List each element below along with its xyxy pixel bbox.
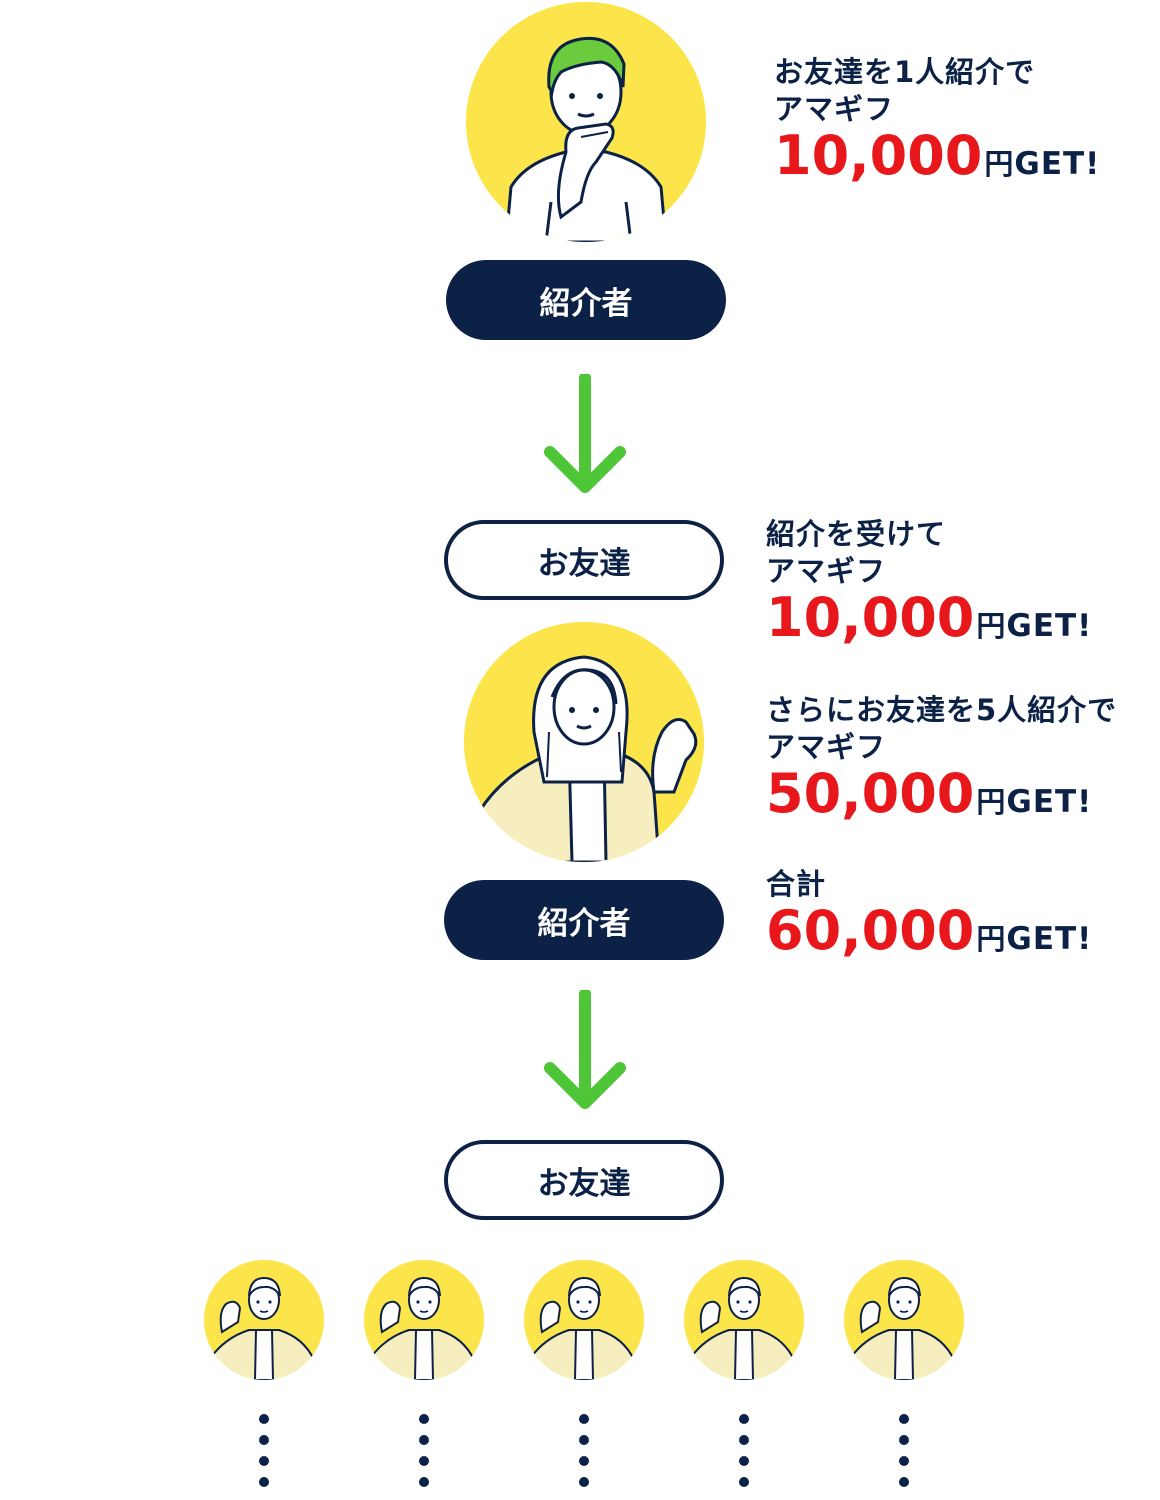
woman-avatar (464, 622, 704, 862)
man-fist-icon (364, 1260, 484, 1380)
down-arrow-icon (544, 374, 626, 496)
man-thinking-icon (466, 2, 706, 242)
referrer-badge-top: 紹介者 (446, 260, 726, 340)
received-get: GET! (1006, 608, 1093, 645)
more-amount: 50,000 (766, 762, 975, 826)
more-unit: 円 (976, 785, 1007, 820)
reward-unit: 円 (984, 147, 1015, 182)
man-fist-icon (204, 1260, 324, 1380)
friend-reward-text: 紹介を受けて アマギフ 10,000 円 GET! (766, 516, 1092, 647)
referrer-badge-middle: 紹介者 (444, 880, 724, 960)
friend-avatar-5 (844, 1260, 964, 1380)
total-label: 合計 (766, 867, 827, 901)
woman-waving-icon (464, 622, 704, 862)
total-get: GET! (1006, 921, 1093, 958)
reward-line-1: お友達を1人紹介で (774, 55, 1036, 89)
vertical-dots-icon (259, 1414, 269, 1498)
vertical-dots-icon (739, 1414, 749, 1498)
received-amount-line: 10,000 円 GET! (766, 590, 1092, 647)
down-arrow-icon (544, 990, 626, 1112)
received-unit: 円 (976, 609, 1007, 644)
total-amount-line: 60,000 円 GET! (766, 899, 1093, 963)
more-get: GET! (1006, 784, 1093, 821)
total-amount: 60,000 (766, 899, 975, 963)
received-amount: 10,000 (766, 586, 975, 650)
friend-badge-1: お友達 (444, 520, 724, 600)
total-unit: 円 (976, 922, 1007, 957)
friend-avatar-3 (524, 1260, 644, 1380)
friend-badge-2: お友達 (444, 1140, 724, 1220)
vertical-dots-icon (899, 1414, 909, 1498)
man-fist-icon (524, 1260, 644, 1380)
man-fist-icon (684, 1260, 804, 1380)
reward-amount-line: 10,000 円 GET! (774, 128, 1100, 185)
more-amount-line: 50,000 円 GET! (766, 766, 1117, 823)
more-line-1: さらにお友達を5人紹介で (766, 693, 1118, 727)
friend-avatar-1 (204, 1260, 324, 1380)
received-line-1: 紹介を受けて (766, 517, 947, 551)
reward-amount: 10,000 (774, 124, 983, 188)
referrer-man-avatar (466, 2, 706, 242)
reward-line-2: アマギフ (774, 92, 895, 127)
total-reward-text: 合計 60,000 円 GET! (766, 866, 1092, 960)
more-reward-text: さらにお友達を5人紹介で アマギフ 50,000 円 GET! (766, 692, 1117, 823)
friend-avatar-2 (364, 1260, 484, 1380)
man-fist-icon (844, 1260, 964, 1380)
vertical-dots-icon (419, 1414, 429, 1498)
referrer-reward-text: お友達を1人紹介で アマギフ 10,000 円 GET! (774, 54, 1100, 185)
vertical-dots-icon (579, 1414, 589, 1498)
reward-get: GET! (1014, 146, 1101, 183)
more-line-2: アマギフ (766, 730, 887, 765)
received-line-2: アマギフ (766, 554, 887, 589)
friend-avatar-4 (684, 1260, 804, 1380)
